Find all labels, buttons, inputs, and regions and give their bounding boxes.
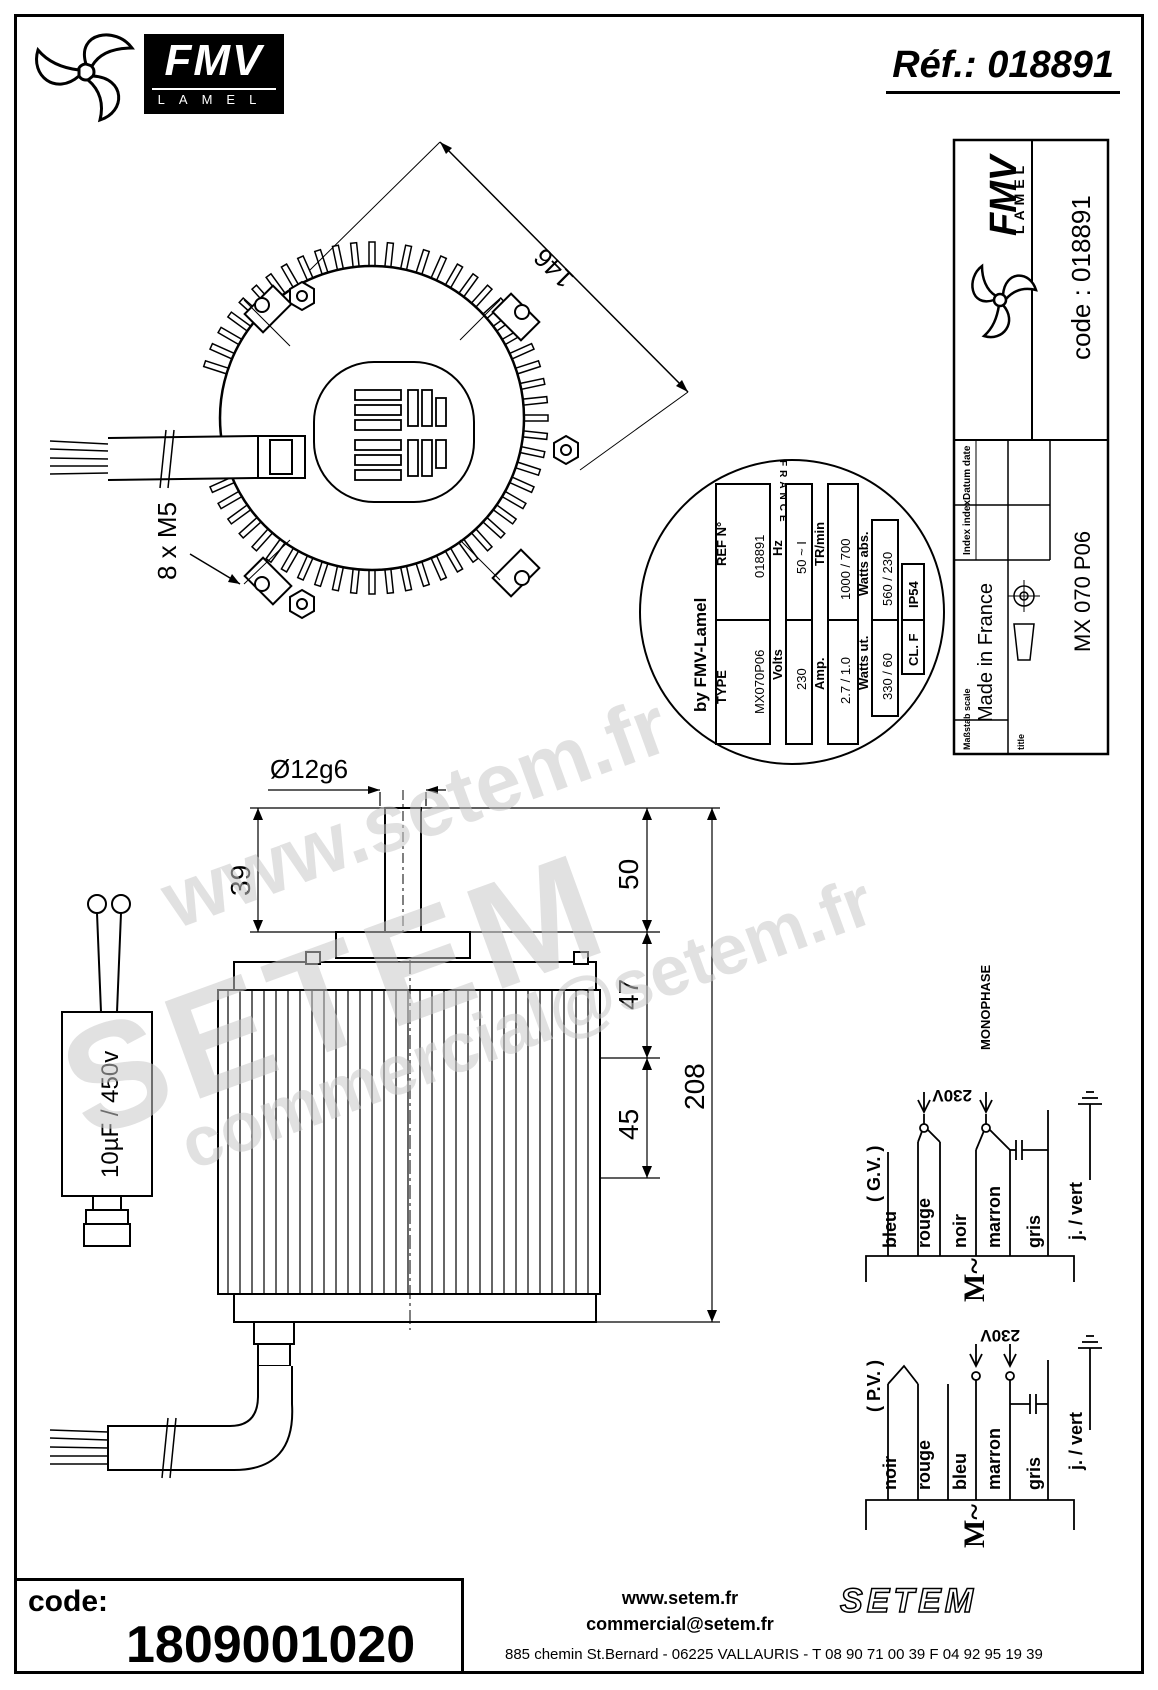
capacitor — [61, 894, 153, 1247]
title-block-code: code : 018891 — [1066, 195, 1096, 360]
pv-voltage: 230V — [980, 1326, 1020, 1345]
motor-top-view — [49, 141, 689, 620]
dim-146: 146 — [528, 242, 580, 294]
nameplate-type-label: TYPE — [714, 670, 729, 704]
wiring-diagram-pv — [865, 1335, 1102, 1530]
reference-number: Réf.: 018891 — [886, 44, 1120, 94]
fin — [368, 241, 376, 269]
gv-wire-1: bleu — [880, 1211, 900, 1248]
title-block-scale-label: Maßstab scale — [962, 688, 972, 750]
code-box: code: 1809001020 — [16, 1578, 464, 1674]
wiring-diagram-gv — [865, 1091, 1102, 1282]
fan-logo-icon — [35, 33, 135, 123]
nameplate-tr-value: 1000 / 700 — [838, 539, 853, 600]
nameplate-hz-label: Hz — [770, 540, 785, 556]
nameplate-amp-label: Amp. — [812, 658, 827, 691]
gv-mode: ( G.V. ) — [864, 1146, 884, 1202]
title-block-logo-main: FMV — [983, 153, 1025, 236]
fin — [520, 395, 549, 407]
nameplate-watts-abs-label: Watts abs. — [856, 531, 871, 596]
pv-motor: M~ — [958, 1504, 991, 1548]
code-value: 1809001020 — [126, 1616, 416, 1674]
setem-logo: SETEM — [839, 1581, 978, 1621]
pv-wire-6: j. / vert — [1066, 1412, 1086, 1471]
nameplate-volts-value: 230 — [794, 668, 809, 690]
nameplate-type-value: MX070P06 — [752, 650, 767, 714]
fin — [368, 567, 376, 595]
drawing-frame — [14, 14, 1144, 1674]
gv-wire-6: j. / vert — [1066, 1182, 1086, 1241]
fmv-lamel-logo: FMV LAMEL — [144, 34, 284, 114]
title-block-index-label: Index index — [962, 500, 973, 555]
gv-motor: M~ — [958, 1258, 991, 1302]
title-block-logo-sub: LAMEL — [1011, 161, 1027, 234]
dim-45: 45 — [613, 1109, 644, 1140]
logo-main: FMV — [164, 36, 264, 85]
pv-wire-3: bleu — [950, 1453, 970, 1490]
nameplate-ref-label: REF N° — [714, 522, 729, 566]
nameplate-amp-value: 2.7 / 1.0 — [838, 657, 853, 704]
gv-wire-4: marron — [984, 1186, 1004, 1248]
fin — [521, 414, 549, 422]
title-block-made-in: Made in France — [975, 583, 997, 722]
footer-web-link[interactable]: www.setem.fr — [621, 1588, 739, 1608]
footer-contact: www.setem.fr commercial@setem.fr — [560, 1585, 800, 1637]
nameplate-ip: IP54 — [906, 580, 921, 608]
nameplate — [639, 459, 945, 765]
pv-wire-5: gris — [1024, 1457, 1044, 1490]
pv-wire-2: rouge — [914, 1440, 934, 1490]
dim-shaft: Ø12g6 — [270, 754, 348, 784]
fin — [349, 241, 361, 270]
fin — [383, 566, 395, 595]
capacitor-label: 10µF / 450v — [97, 1051, 124, 1178]
gv-wire-5: gris — [1024, 1215, 1044, 1248]
code-label: code: — [28, 1585, 109, 1618]
dim-50: 50 — [613, 859, 644, 890]
gv-wire-2: rouge — [914, 1198, 934, 1248]
nameplate-ref-value: 018891 — [752, 535, 767, 578]
nameplate-watts-ut-value: 330 / 60 — [880, 653, 895, 700]
gv-voltage: 230V — [932, 1086, 972, 1105]
pv-wire-4: marron — [984, 1428, 1004, 1490]
nameplate-hz-value: 50 ~ I — [794, 541, 809, 574]
title-block — [952, 138, 1110, 756]
nameplate-maker: by FMV-Lamel — [691, 598, 710, 712]
nameplate-cl: CL. F — [906, 633, 921, 666]
footer-address: 885 chemin St.Bernard - 06225 VALLAURIS … — [505, 1646, 1043, 1663]
logo-sub: LAMEL — [152, 88, 276, 110]
nameplate-watts-abs-value: 560 / 230 — [880, 552, 895, 606]
wiring-title: MONOPHASE — [978, 964, 993, 1050]
dim-47: 47 — [613, 979, 644, 1010]
title-block-title-label: title — [1016, 734, 1026, 750]
pv-mode: ( P.V. ) — [864, 1360, 884, 1412]
title-block-datum-label: Datum date — [962, 445, 973, 500]
fin — [349, 566, 361, 595]
nameplate-volts-label: Volts — [770, 649, 785, 680]
title-block-title-value: MX 070 P06 — [1070, 531, 1095, 652]
footer-email-link[interactable]: commercial@setem.fr — [586, 1614, 774, 1634]
gv-wire-3: noir — [950, 1214, 970, 1248]
dim-39: 39 — [225, 865, 256, 896]
motor-side-view — [49, 786, 720, 1479]
nameplate-watts-ut-label: Watts ut. — [856, 636, 871, 690]
nameplate-france: FRANCE — [777, 460, 788, 526]
pv-wire-1: noir — [880, 1456, 900, 1490]
body-fins — [227, 990, 589, 1294]
fin — [520, 429, 549, 441]
dim-208: 208 — [679, 1063, 710, 1110]
dim-screws: 8 x M5 — [152, 502, 182, 580]
fin — [383, 241, 395, 270]
nameplate-tr-label: TR/min — [812, 522, 827, 566]
